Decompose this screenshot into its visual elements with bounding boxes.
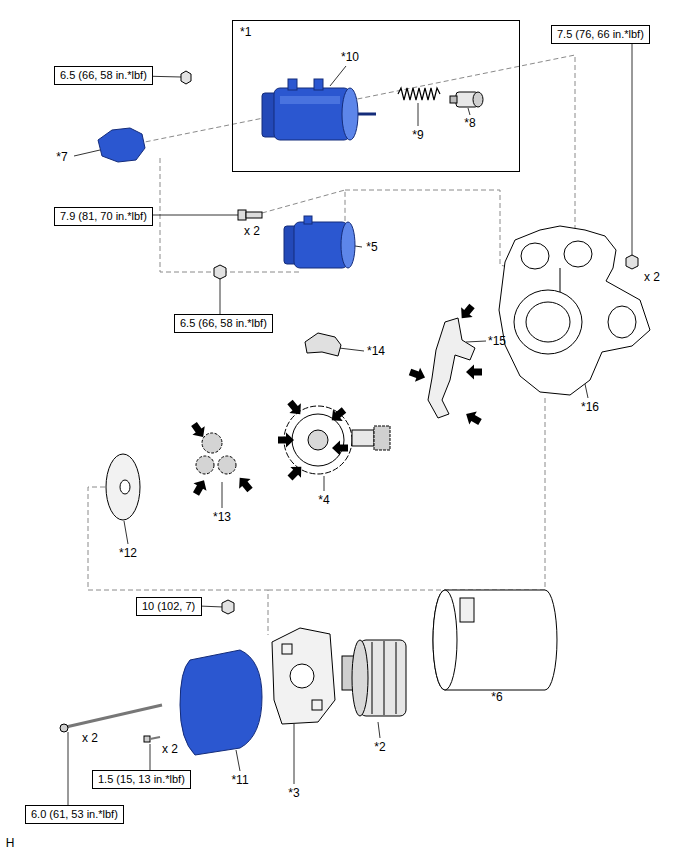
torque-value: 1.5 (15, 13 in.*lbf) xyxy=(98,773,185,786)
callout-number: *5 xyxy=(366,240,377,254)
callout-number: *13 xyxy=(213,510,231,524)
torque-spec-box: 6.0 (61, 53 in.*lbf) xyxy=(25,805,124,824)
callout-number: *9 xyxy=(412,128,423,142)
torque-value: 6.5 (66, 58 in.*lbf) xyxy=(60,69,147,82)
torque-spec-box: 6.5 (66, 58 in.*lbf) xyxy=(54,66,153,85)
torque-spec-box: 10 (102, 7) xyxy=(136,597,202,616)
starter-housing xyxy=(499,226,650,395)
leader-line xyxy=(68,34,632,812)
torque-value: 6.0 (61, 53 in.*lbf) xyxy=(31,808,118,821)
nut xyxy=(181,71,638,614)
callout-number: *16 xyxy=(581,400,599,414)
torque-value: 10 (102, 7) xyxy=(142,600,195,613)
callout-number: *1 xyxy=(240,26,251,39)
through-bolt xyxy=(60,705,162,742)
callout-number: x 2 xyxy=(82,731,98,745)
callout-number: *8 xyxy=(464,116,475,130)
callout-number: *15 xyxy=(488,334,506,348)
callout-number: *14 xyxy=(367,344,385,358)
planetary-gear xyxy=(196,433,236,474)
magnetic-switch xyxy=(284,216,355,268)
plunger xyxy=(450,92,483,107)
group-box: *1 xyxy=(232,20,520,172)
torque-spec-box: 6.5 (66, 58 in.*lbf) xyxy=(174,314,273,333)
lever-holder xyxy=(305,333,341,356)
terminal-cover xyxy=(98,128,145,162)
callout-number: *12 xyxy=(119,546,137,560)
torque-spec-box: 1.5 (15, 13 in.*lbf) xyxy=(92,770,191,789)
callout-number: *4 xyxy=(318,493,329,507)
washer-plate xyxy=(106,454,140,520)
callout-number: x 2 xyxy=(644,270,660,284)
torque-value: 7.5 (76, 66 in.*lbf) xyxy=(557,28,644,41)
callout-number: *10 xyxy=(341,50,359,64)
callout-number: *3 xyxy=(288,786,299,800)
return-spring xyxy=(398,88,440,100)
brush-holder xyxy=(272,628,335,724)
armature xyxy=(342,640,406,716)
solenoid-switch xyxy=(262,79,376,140)
drive-lever xyxy=(428,318,475,418)
end-cover xyxy=(180,650,262,755)
callout-number: x 2 xyxy=(162,742,178,756)
assembly-line xyxy=(88,55,575,635)
torque-spec-box: 7.9 (81, 70 in.*lbf) xyxy=(54,207,153,226)
callout-number: *6 xyxy=(491,690,502,704)
torque-spec-box: 7.5 (76, 66 in.*lbf) xyxy=(551,25,650,44)
bolt xyxy=(238,210,262,220)
figure-code: H xyxy=(6,836,15,850)
callout-number: x 2 xyxy=(244,224,260,238)
yoke xyxy=(433,590,557,690)
torque-value: 6.5 (66, 58 in.*lbf) xyxy=(180,317,267,330)
callout-number: *11 xyxy=(231,773,248,787)
callout-number: *2 xyxy=(374,740,385,754)
torque-value: 7.9 (81, 70 in.*lbf) xyxy=(60,210,147,223)
callout-number: *7 xyxy=(56,150,67,164)
